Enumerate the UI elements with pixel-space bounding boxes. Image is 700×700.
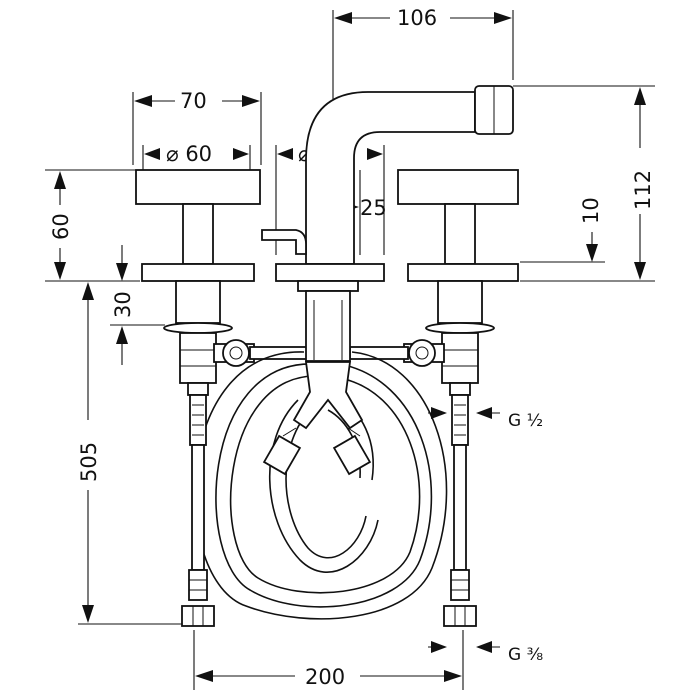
- label-spout-projection: 106: [397, 6, 437, 30]
- right-handle: [397, 169, 519, 282]
- spout: [275, 85, 514, 292]
- left-handle: [135, 169, 261, 282]
- right-supply-line: [443, 382, 477, 627]
- label-spout-inlet: 10: [579, 197, 603, 224]
- label-handle-diameter: ⌀ 60: [166, 142, 212, 166]
- y-splitter: [262, 361, 372, 476]
- left-supply-line: [181, 382, 215, 627]
- label-total-depth: 505: [77, 442, 101, 482]
- label-rosette-height: 30: [111, 291, 135, 318]
- label-handle-span: 70: [180, 89, 207, 113]
- label-connection-large: G ½: [508, 411, 543, 431]
- label-centre-distance: 200: [305, 665, 345, 689]
- right-valve-body: [403, 280, 495, 384]
- pop-up-lever: [261, 229, 307, 255]
- label-connection-small: G ⅜: [508, 645, 543, 665]
- cross-hoses: [249, 290, 409, 362]
- label-spout-height: 112: [631, 170, 655, 210]
- label-handle-height: 60: [49, 213, 73, 240]
- label-pop-up-offset: 25: [360, 196, 387, 220]
- left-valve-body: [163, 280, 255, 384]
